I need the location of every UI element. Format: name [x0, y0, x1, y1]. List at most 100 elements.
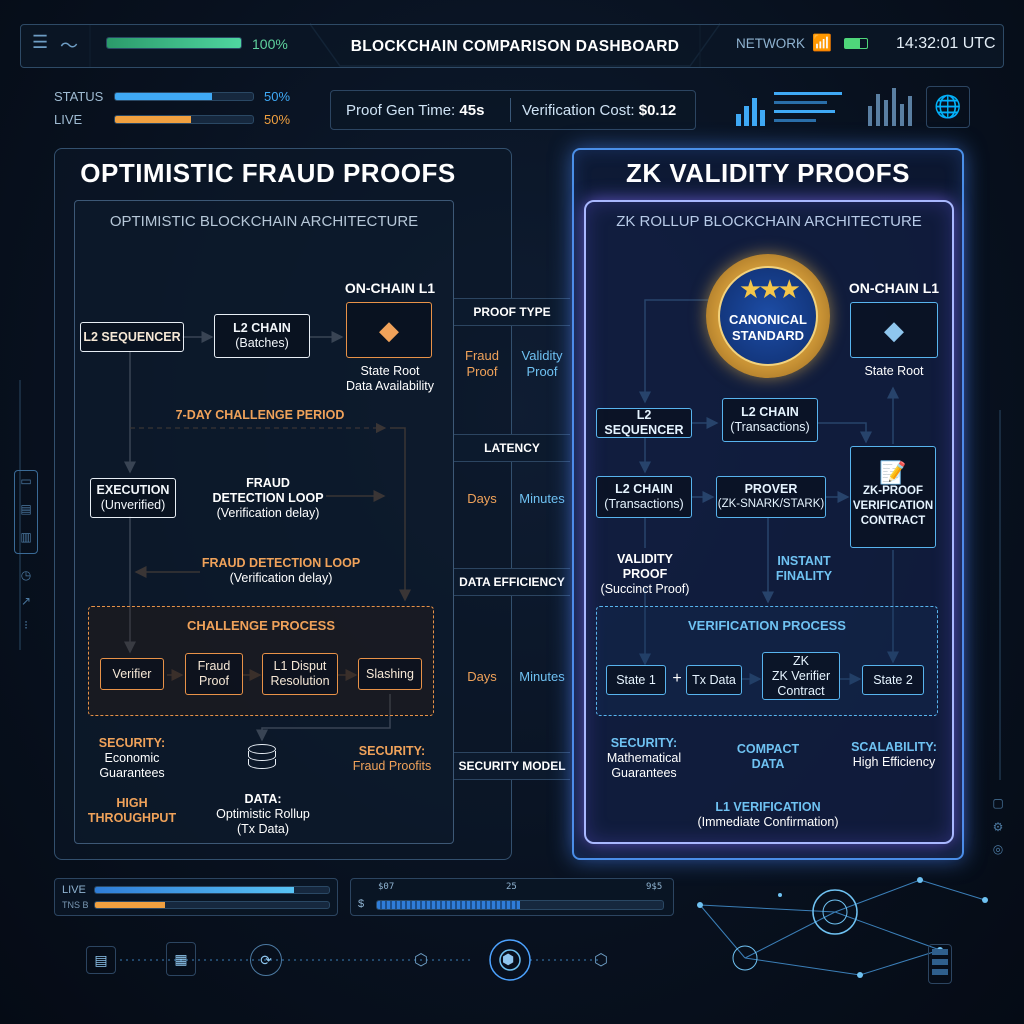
status-value: 50% — [264, 89, 291, 104]
optimistic-title: OPTIMISTIC FRAUD PROOFS — [80, 158, 456, 188]
menu-icon[interactable]: ☰ — [32, 32, 49, 52]
footer-hex-icon-right: ⬡ — [594, 952, 608, 969]
ethereum-icon: ◆ — [884, 314, 904, 345]
verification-cost-metric: Verification Cost: $0.12 — [522, 102, 677, 119]
proof-gen-metric: Proof Gen Time: 45s — [346, 102, 485, 119]
side-grid-icon[interactable]: ⁝ — [24, 618, 28, 632]
optimistic-onchain-node[interactable]: ◆ — [346, 302, 432, 358]
optimistic-subtitle: OPTIMISTIC BLOCKCHAIN ARCHITECTURE — [109, 213, 419, 230]
footer-scale-bar — [376, 900, 664, 910]
status-bar — [114, 92, 254, 101]
challenge-period-label: 7-DAY CHALLENGE PERIOD — [175, 408, 345, 422]
footer-sync-icon[interactable]: ⟳ — [250, 944, 282, 976]
header-progress-bar — [106, 37, 242, 49]
side-clock-icon[interactable]: ◷ — [20, 568, 32, 582]
scale-dollar: $ — [358, 898, 365, 910]
latency-optimistic: Days — [467, 491, 497, 506]
optimistic-security-fraud: SECURITY: Fraud Proofits — [352, 744, 432, 773]
database-icon — [248, 744, 276, 780]
side-settings-icon[interactable]: ⚙ — [992, 820, 1004, 834]
contract-icon: 📝 — [879, 460, 907, 485]
comparison-proof-type: PROOF TYPE — [454, 298, 570, 326]
optimistic-l2-chain[interactable]: L2 CHAIN(Batches) — [214, 314, 310, 358]
pulse-icon: 〜 — [60, 36, 78, 56]
proof-type-optimistic: Fraud Proof — [465, 348, 499, 379]
data-lines-widget — [774, 92, 850, 126]
live-bar — [114, 115, 254, 124]
challenge-process-title: CHALLENGE PROCESS — [186, 618, 336, 633]
fraud-detection-loop-2: FRAUD DETECTION LOOP (Verification delay… — [201, 556, 361, 585]
zk-onchain-node[interactable]: ◆ — [850, 302, 938, 358]
metrics-box — [330, 90, 696, 130]
clock-time: 14:32:01 UTC — [896, 35, 996, 52]
footer-tns-label: TNS B — [62, 900, 89, 910]
optimistic-l2-sequencer[interactable]: L2 SEQUENCER — [80, 322, 184, 352]
zk-security-label: SECURITY: Mathematical Guarantees — [606, 736, 682, 780]
side-trend-icon[interactable]: ↗ — [20, 594, 32, 608]
footer-server-icon[interactable]: ▤ — [86, 946, 116, 974]
side-dial-icon[interactable]: ◎ — [992, 842, 1004, 856]
footer-live-panel — [54, 878, 338, 916]
dashboard-title: BLOCKCHAIN COMPARISON DASHBOARD — [350, 38, 680, 55]
state1-node[interactable]: State 1 — [606, 665, 666, 695]
zk-subtitle: ZK ROLLUP BLOCKCHAIN ARCHITECTURE — [616, 213, 922, 230]
optimistic-execution[interactable]: EXECUTION(Unverified) — [90, 478, 176, 518]
zk-l2-sequencer[interactable]: L2 SEQUENCER — [596, 408, 692, 438]
plus-sign: + — [672, 670, 682, 687]
bar-meter-widget — [868, 86, 914, 126]
status-label: STATUS — [54, 89, 104, 104]
zk-l2-chain-top[interactable]: L2 CHAIN(Transactions) — [722, 398, 818, 442]
verification-process-title: VERIFICATION PROCESS — [688, 618, 846, 633]
scale-mid: 25 — [506, 882, 517, 892]
footer-hex-icon-left: ⬡ — [414, 952, 428, 969]
header-progress-label: 100% — [252, 36, 288, 52]
scale-left: $07 — [378, 882, 395, 892]
zk-l2-chain-bottom[interactable]: L2 CHAIN(Transactions) — [596, 476, 692, 518]
state2-node[interactable]: State 2 — [862, 665, 924, 695]
optimistic-data-availability: Data Availability — [345, 379, 434, 393]
comparison-data-efficiency: DATA EFFICIENCY — [454, 568, 570, 596]
validity-proof-label: VALIDITY PROOF(Succinct Proof) — [600, 552, 690, 596]
zk-title: ZK VALIDITY PROOFS — [626, 158, 910, 188]
trend-chart-icon — [736, 88, 766, 126]
footer-document-icon[interactable]: ▦ — [166, 942, 196, 976]
side-chat-icon[interactable]: ▢ — [992, 796, 1004, 810]
wifi-icon: 📶 — [812, 35, 832, 52]
live-label: LIVE — [54, 112, 83, 127]
scalability-label: SCALABILITY: High Efficiency — [851, 740, 937, 769]
left-side-toolbar — [14, 470, 38, 554]
zk-onchain-label: ON-CHAIN L1 — [848, 280, 940, 296]
network-label: NETWORK — [736, 36, 805, 51]
footer-live-bar — [94, 886, 330, 894]
network-graph-decoration — [699, 879, 986, 976]
globe-icon[interactable]: 🌐 — [926, 86, 970, 128]
tx-data-node[interactable]: Tx Data — [686, 665, 742, 695]
zk-state-root: State Root — [864, 364, 924, 378]
latency-zk: Minutes — [519, 491, 565, 506]
scale-right: 9$5 — [646, 882, 663, 892]
footer-core-icon[interactable]: ⬢ — [502, 951, 515, 967]
l1-verification-label: L1 VERIFICATION (Immediate Confirmation) — [697, 800, 839, 829]
footer-live-label: LIVE — [62, 884, 86, 896]
comparison-latency: LATENCY — [454, 434, 570, 462]
optimistic-state-root: State Root — [360, 364, 420, 378]
side-list-icon[interactable]: ▤ — [20, 502, 32, 516]
ethereum-icon: ◆ — [379, 314, 399, 345]
star-badge-icon: ★★★ — [739, 274, 801, 304]
slashing-node[interactable]: Slashing — [358, 658, 422, 690]
optimistic-data-label: DATA: Optimistic Rollup (Tx Data) — [216, 792, 310, 836]
zk-prover[interactable]: PROVER(ZK-SNARK/STARK) — [716, 476, 826, 518]
zk-proof-verification-contract[interactable]: 📝 ZK-PROOF VERIFICATION CONTRACT — [850, 446, 936, 548]
footer-tns-bar — [94, 901, 330, 909]
side-chart-icon[interactable]: ▥ — [20, 530, 32, 544]
verifier-node[interactable]: Verifier — [100, 658, 164, 690]
side-card-icon[interactable]: ▭ — [20, 474, 32, 488]
